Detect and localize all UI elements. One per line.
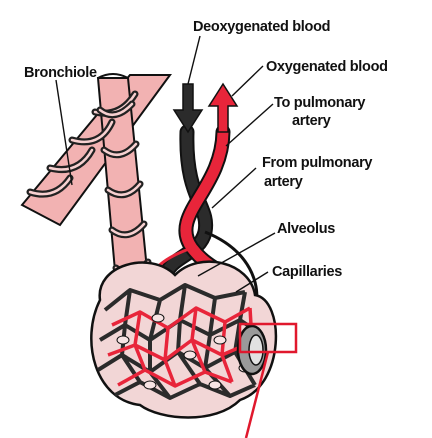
label-from-pulmonary-artery-line1: From pulmonary — [262, 155, 372, 171]
oxygenated-arrow-icon — [209, 84, 237, 132]
deoxygenated-arrow-icon — [174, 84, 202, 132]
label-to-pulmonary-artery-line2: artery — [292, 113, 331, 129]
flow-arrows — [174, 84, 237, 132]
label-alveolus: Alveolus — [277, 221, 335, 237]
label-deoxygenated-blood: Deoxygenated blood — [193, 19, 330, 35]
label-oxygenated-blood: Oxygenated blood — [266, 59, 388, 75]
label-bronchiole: Bronchiole — [24, 65, 97, 81]
label-to-pulmonary-artery-line1: To pulmonary — [274, 95, 365, 111]
label-from-pulmonary-artery-line2: artery — [264, 174, 303, 190]
label-capillaries: Capillaries — [272, 264, 342, 280]
